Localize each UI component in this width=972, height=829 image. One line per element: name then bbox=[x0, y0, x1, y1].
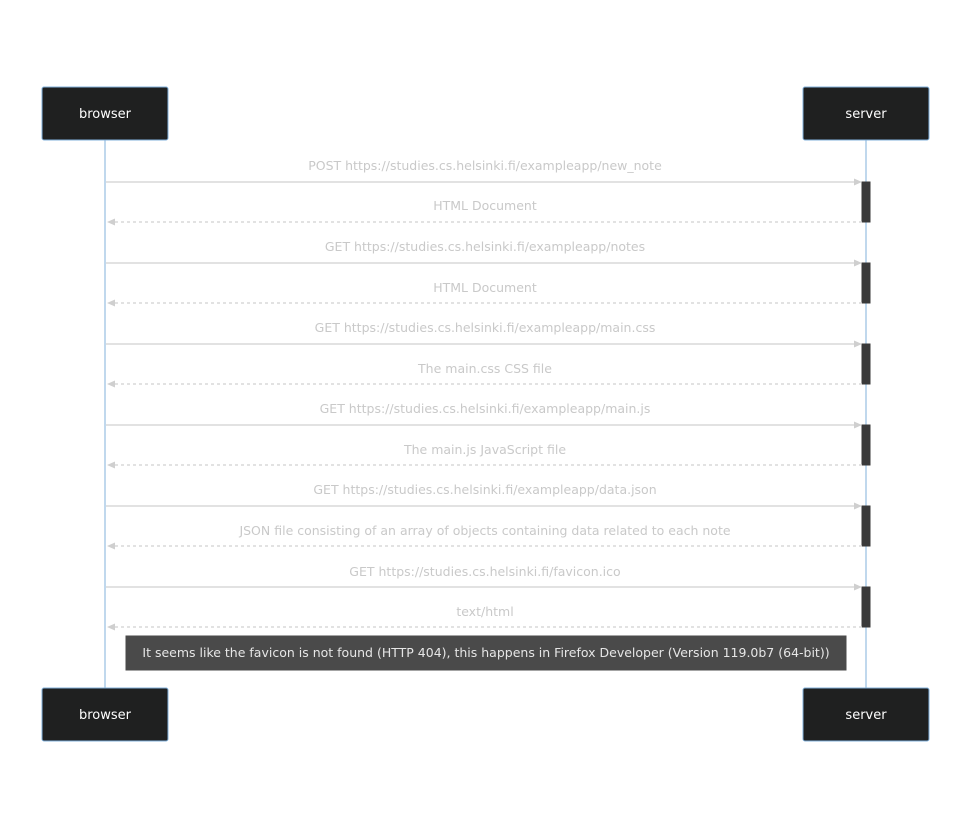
message-10: JSON file consisting of an array of obje… bbox=[107, 523, 862, 550]
message-label: HTML Document bbox=[433, 198, 537, 213]
note-box bbox=[125, 635, 847, 671]
message-label: POST https://studies.cs.helsinki.fi/exam… bbox=[308, 158, 662, 173]
activation-bar bbox=[861, 262, 871, 304]
actor-label: server bbox=[845, 708, 887, 723]
actor-server-top: server bbox=[802, 86, 930, 141]
message-label: GET https://studies.cs.helsinki.fi/examp… bbox=[320, 401, 651, 416]
arrowhead-left bbox=[107, 461, 115, 469]
message-5: GET https://studies.cs.helsinki.fi/examp… bbox=[106, 320, 862, 348]
message-12: text/html bbox=[107, 604, 862, 631]
message-8: The main.js JavaScript file bbox=[107, 442, 862, 469]
message-3: GET https://studies.cs.helsinki.fi/examp… bbox=[106, 239, 862, 267]
arrowhead-right bbox=[854, 502, 862, 510]
activation-bar bbox=[861, 586, 871, 628]
activation-bar bbox=[861, 424, 871, 466]
activation-bar bbox=[861, 505, 871, 547]
activation-bar bbox=[861, 343, 871, 385]
message-11: GET https://studies.cs.helsinki.fi/favic… bbox=[106, 564, 862, 591]
message-label: JSON file consisting of an array of obje… bbox=[238, 523, 730, 538]
message-label: GET https://studies.cs.helsinki.fi/examp… bbox=[315, 320, 656, 335]
message-6: The main.css CSS file bbox=[107, 361, 862, 388]
actor-box bbox=[41, 86, 169, 141]
message-label: GET https://studies.cs.helsinki.fi/examp… bbox=[313, 482, 656, 497]
message-label: GET https://studies.cs.helsinki.fi/examp… bbox=[325, 239, 645, 254]
arrowhead-left bbox=[107, 380, 115, 388]
actor-label: server bbox=[845, 107, 887, 122]
arrowhead-right bbox=[854, 340, 862, 348]
arrowhead-right bbox=[854, 259, 862, 267]
actor-browser-bottom: browser bbox=[41, 687, 169, 742]
arrowhead-left bbox=[107, 623, 115, 631]
message-4: HTML Document bbox=[107, 280, 862, 307]
message-label: HTML Document bbox=[433, 280, 537, 295]
message-label: text/html bbox=[456, 604, 513, 619]
arrowhead-right bbox=[854, 421, 862, 429]
activation-bar bbox=[861, 181, 871, 223]
actor-box bbox=[802, 687, 930, 742]
note: It seems like the favicon is not found (… bbox=[125, 635, 847, 671]
message-label: The main.css CSS file bbox=[417, 361, 552, 376]
arrowhead-left bbox=[107, 542, 115, 550]
arrowhead-right bbox=[854, 583, 862, 591]
message-7: GET https://studies.cs.helsinki.fi/examp… bbox=[106, 401, 862, 429]
message-1: POST https://studies.cs.helsinki.fi/exam… bbox=[106, 158, 862, 186]
actor-box bbox=[41, 687, 169, 742]
actor-label: browser bbox=[79, 107, 132, 122]
arrowhead-right bbox=[854, 178, 862, 186]
message-label: The main.js JavaScript file bbox=[403, 442, 566, 457]
note-text: It seems like the favicon is not found (… bbox=[142, 645, 829, 660]
actor-box bbox=[802, 86, 930, 141]
message-label: GET https://studies.cs.helsinki.fi/favic… bbox=[349, 564, 620, 579]
message-2: HTML Document bbox=[107, 198, 862, 226]
activation-bars bbox=[861, 181, 871, 628]
message-9: GET https://studies.cs.helsinki.fi/examp… bbox=[106, 482, 862, 510]
actor-label: browser bbox=[79, 708, 132, 723]
arrowhead-left bbox=[107, 299, 115, 307]
actor-browser-top: browser bbox=[41, 86, 169, 141]
actor-server-bottom: server bbox=[802, 687, 930, 742]
arrowhead-left bbox=[107, 218, 115, 226]
